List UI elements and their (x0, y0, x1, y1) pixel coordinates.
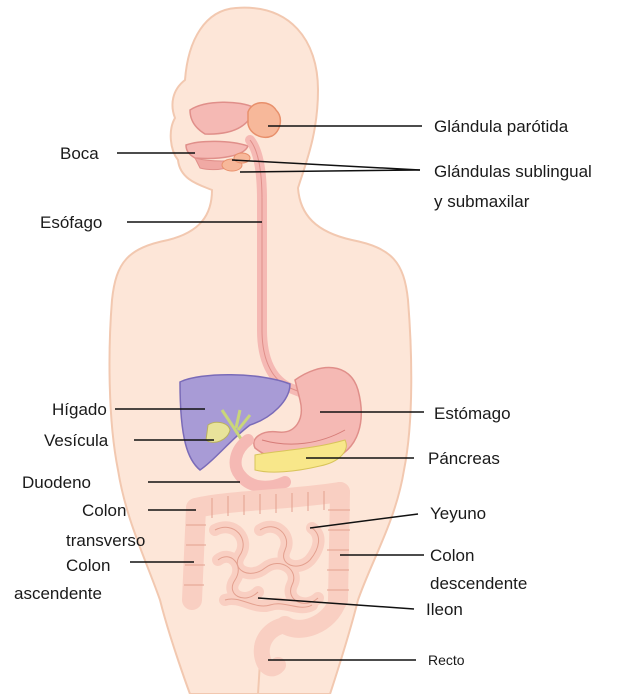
label-colon-ascendente-2: ascendente (14, 584, 102, 603)
label-colon-ascendente-1: Colon (66, 556, 110, 575)
label-esofago: Esófago (40, 213, 102, 232)
label-sublingual-1: Glándulas sublingual (434, 162, 592, 181)
label-vesicula: Vesícula (44, 431, 109, 450)
label-yeyuno: Yeyuno (430, 504, 486, 523)
label-boca: Boca (60, 144, 99, 163)
label-parotida: Glándula parótida (434, 117, 569, 136)
label-sublingual-2: y submaxilar (434, 192, 530, 211)
label-colon-transverso-2: transverso (66, 531, 145, 550)
label-recto: Recto (428, 652, 465, 668)
colon-ascending (192, 508, 196, 600)
labels-right: Glándula parótida Glándulas sublingual y… (426, 117, 592, 668)
label-duodeno: Duodeno (22, 473, 91, 492)
label-estomago: Estómago (434, 404, 511, 423)
label-colon-descendente-1: Colon (430, 546, 474, 565)
colon-descending (338, 492, 340, 600)
label-colon-descendente-2: descendente (430, 574, 527, 593)
label-ileon: Ileon (426, 600, 463, 619)
label-colon-transverso-1: Colon (82, 501, 126, 520)
label-pancreas: Páncreas (428, 449, 500, 468)
label-higado: Hígado (52, 400, 107, 419)
